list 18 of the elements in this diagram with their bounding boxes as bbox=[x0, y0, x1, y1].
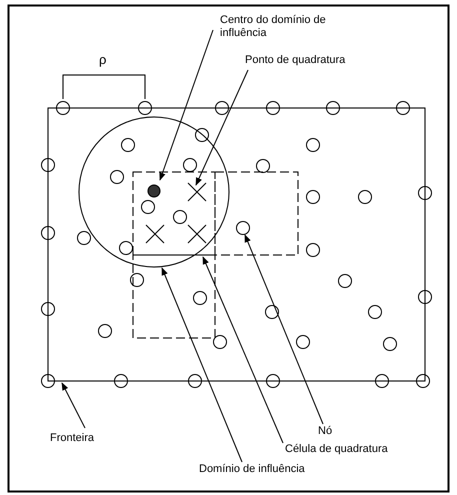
leader-line bbox=[162, 267, 242, 462]
callout-label: Ponto de quadratura bbox=[245, 54, 365, 67]
leader-line bbox=[202, 256, 284, 444]
quadrature-cell bbox=[132, 172, 216, 256]
callout-label: Fronteira bbox=[50, 432, 110, 445]
leader-line bbox=[244, 234, 324, 424]
dimension-label: ρ bbox=[99, 53, 106, 66]
callout-label: Nó bbox=[318, 425, 348, 438]
node-circle bbox=[236, 221, 250, 235]
quadrature-point-cross bbox=[188, 182, 206, 202]
leader-line bbox=[62, 382, 86, 428]
influence-center-dot bbox=[148, 184, 160, 198]
callout-label: Centro do domínio de influência bbox=[220, 14, 350, 40]
influence-domain-circle bbox=[78, 116, 230, 268]
callout-label: Célula de quadratura bbox=[285, 443, 405, 456]
callout-label: Domínio de influência bbox=[199, 463, 329, 476]
leader-line bbox=[159, 30, 214, 181]
leader-line bbox=[196, 70, 248, 186]
